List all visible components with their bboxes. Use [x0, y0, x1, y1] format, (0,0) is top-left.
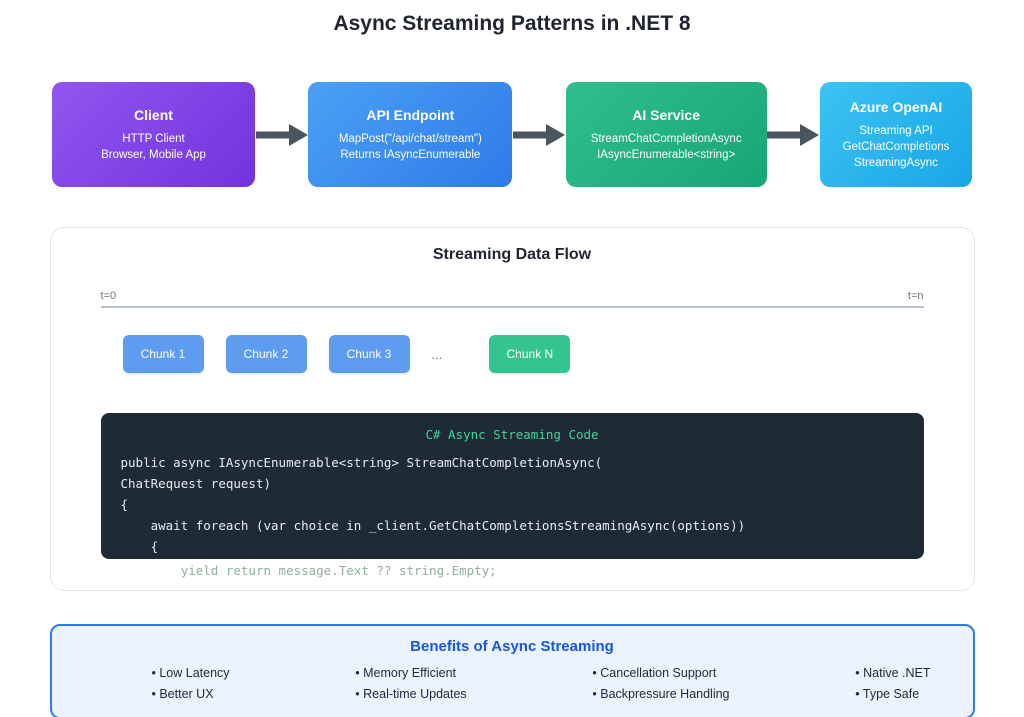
benefits-panel: Benefits of Async Streaming • Low Latenc… [49, 624, 975, 717]
flow-node-client: Client HTTP Client Browser, Mobile App [52, 82, 255, 187]
node-subtitle: Streaming API [859, 124, 933, 137]
chunk-3: Chunk 3 [328, 335, 410, 373]
node-subtitle: IAsyncEnumerable<string> [597, 148, 736, 161]
benefit-item: • Low Latency [151, 666, 230, 680]
chunk-n: Chunk N [489, 335, 571, 373]
chunk-1: Chunk 1 [122, 335, 204, 373]
node-subtitle: StreamChatCompletionAsync [590, 132, 742, 145]
streaming-data-flow-panel: Streaming Data Flow t=0 t=n Chunk 1 Chun… [49, 227, 975, 591]
timeline-end-label: t=n [907, 290, 924, 302]
node-subtitle: HTTP Client [122, 132, 185, 145]
flow-diagram: Client HTTP Client Browser, Mobile App A… [52, 82, 972, 187]
node-subtitle: Returns IAsyncEnumerable [340, 148, 481, 161]
timeline-line [100, 306, 924, 308]
flow-node-azure-openai: Azure OpenAI Streaming API GetChatComple… [819, 82, 972, 187]
benefits-grid: • Low Latency • Better UX • Memory Effic… [152, 663, 931, 705]
code-line: await foreach (var choice in _client.Get… [120, 518, 746, 533]
chunk-row: Chunk 1 Chunk 2 Chunk 3 ... Chunk N [122, 335, 924, 373]
benefit-item: • Memory Efficient [355, 666, 456, 680]
benefits-column: • Cancellation Support • Backpressure Ha… [592, 663, 729, 705]
timeline: t=0 t=n [100, 290, 924, 308]
code-block: C# Async Streaming Code public async IAs… [100, 413, 924, 559]
node-title: Client [134, 106, 173, 123]
arrow-right-icon [255, 123, 308, 147]
node-subtitle: GetChatCompletions StreamingAsync [842, 140, 950, 169]
benefits-column: • Native .NET • Type Safe [855, 663, 930, 705]
code-line: { [120, 539, 159, 554]
benefit-item: • Backpressure Handling [592, 687, 730, 701]
code-line: ChatRequest request) [120, 476, 272, 491]
code-line: { [120, 497, 129, 512]
flow-node-api-endpoint: API Endpoint MapPost("/api/chat/stream")… [308, 82, 513, 187]
chunk-ellipsis: ... [431, 346, 443, 362]
panel-title: Streaming Data Flow [432, 246, 592, 263]
benefits-title: Benefits of Async Streaming [410, 638, 614, 655]
page-title: Async Streaming Patterns in .NET 8 [333, 12, 691, 35]
node-subtitle: MapPost("/api/chat/stream") [338, 132, 482, 145]
benefits-column: • Memory Efficient • Real-time Updates [355, 663, 466, 705]
benefit-item: • Native .NET [855, 666, 931, 680]
benefit-item: • Type Safe [855, 687, 920, 701]
node-title: Azure OpenAI [849, 98, 943, 115]
flow-node-ai-service: AI Service StreamChatCompletionAsync IAs… [565, 82, 767, 187]
benefit-item: • Cancellation Support [592, 666, 717, 680]
node-title: AI Service [632, 106, 701, 123]
arrow-right-icon [512, 123, 565, 147]
code-line: public async IAsyncEnumerable<string> St… [120, 455, 603, 470]
benefit-item: • Better UX [151, 687, 214, 701]
chunk-2: Chunk 2 [225, 335, 307, 373]
code-block-title: C# Async Streaming Code [425, 427, 599, 442]
benefit-item: • Real-time Updates [355, 687, 467, 701]
node-subtitle: Browser, Mobile App [101, 148, 206, 161]
arrow-right-icon [767, 123, 820, 147]
code-overflow-line: yield return message.Text ?? string.Empt… [120, 563, 497, 578]
timeline-start-label: t=0 [100, 290, 117, 302]
benefits-column: • Low Latency • Better UX [152, 663, 230, 705]
node-title: API Endpoint [366, 106, 455, 123]
